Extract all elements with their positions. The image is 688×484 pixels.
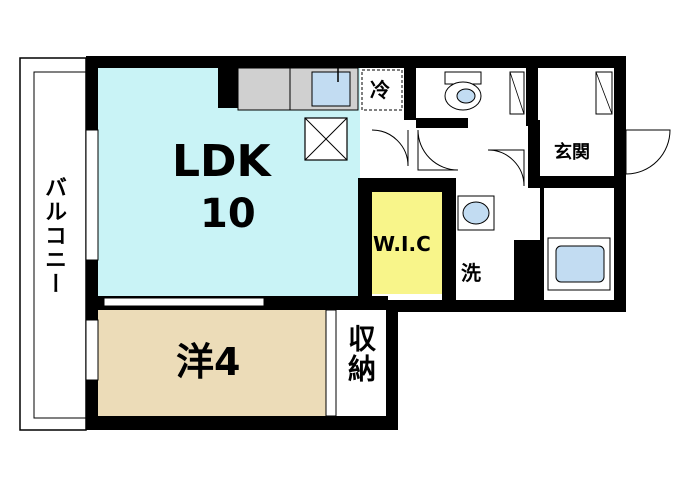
balcony-label: バルコニー <box>41 176 66 296</box>
toilet-seat <box>456 88 476 104</box>
outer-wall-bottom-right <box>386 300 626 312</box>
wall-wic-right <box>442 178 456 304</box>
outer-wall-top <box>86 56 626 68</box>
window-ldk <box>85 129 99 261</box>
balcony <box>19 57 87 431</box>
door-swing-1 <box>371 129 409 167</box>
wall-entrance-left <box>528 120 540 176</box>
wall-wash-right <box>514 240 542 304</box>
wall-wic-top <box>358 178 450 192</box>
window-western <box>85 319 99 381</box>
washer-label: 洗 <box>461 261 481 285</box>
door-swing-3 <box>487 149 525 187</box>
kitchen-sink <box>311 71 351 107</box>
kitchen-wall-block <box>218 68 238 108</box>
closet-box-2-x <box>595 71 613 115</box>
outer-wall-bottom <box>86 416 398 430</box>
door-swing-entrance <box>625 129 671 175</box>
outer-wall-right-lower <box>386 300 398 430</box>
ldk-size: 10 <box>200 191 256 237</box>
storage-label: 収納 <box>344 324 377 384</box>
hatch-diagonal-b <box>304 117 348 161</box>
door-swing-2 <box>417 129 459 171</box>
wic-room <box>372 192 442 294</box>
bathtub-basin <box>555 245 605 283</box>
kitchen-right-wall <box>404 68 416 120</box>
wall-ldk-right <box>358 178 372 298</box>
closet-box-1-x <box>509 71 525 115</box>
western-room-label: 洋4 <box>176 340 241 384</box>
wall-entrance-bottom <box>528 176 626 188</box>
fridge-space <box>361 69 403 111</box>
wall-bath-left <box>540 188 544 300</box>
western-room <box>98 310 326 416</box>
wash-basin-bowl <box>462 201 490 225</box>
wall-toilet-right <box>526 68 538 126</box>
sliding-door <box>103 297 265 307</box>
wic-label: W.I.C <box>373 232 431 256</box>
wall-toilet-bottom <box>416 118 468 128</box>
fridge-label: 冷 <box>370 78 390 102</box>
entrance-label: 玄関 <box>554 142 590 163</box>
ldk-label: LDK <box>172 136 271 187</box>
wall-western-right <box>325 309 337 417</box>
